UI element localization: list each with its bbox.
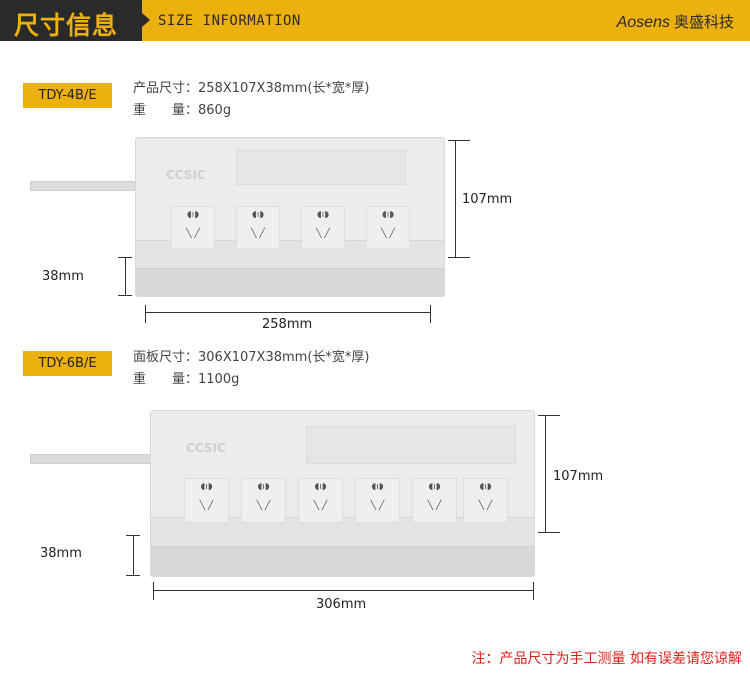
width-dimension-line <box>455 140 456 257</box>
length-dimension-line <box>153 590 533 591</box>
weight-label: 重 量： <box>133 372 199 387</box>
power-strip-4: CCSIC <box>135 137 445 297</box>
thickness-dimension-line <box>125 257 126 295</box>
power-strip-6: CCSIC <box>150 410 535 577</box>
header-title: 尺寸信息 <box>0 0 142 41</box>
weight-value: 1100g <box>198 372 240 387</box>
socket <box>241 478 286 523</box>
size-value: 306X107X38mm(长*宽*厚) <box>198 350 370 365</box>
spec-block: 面板尺寸：306X107X38mm(长*宽*厚) 重 量：1100g <box>133 347 369 391</box>
brand-en: Aosens <box>616 14 670 31</box>
socket <box>298 478 343 523</box>
length-label: 306mm <box>316 597 367 612</box>
socket <box>301 206 345 249</box>
socket <box>355 478 400 523</box>
length-label: 258mm <box>262 317 313 332</box>
socket <box>236 206 280 249</box>
weight-value: 860g <box>198 103 232 118</box>
length-dimension-line <box>145 312 430 313</box>
size-label: 产品尺寸： <box>133 81 199 96</box>
socket <box>184 478 229 523</box>
model-badge: TDY-6B/E <box>23 351 112 376</box>
brand-cn: 奥盛科技 <box>673 13 734 31</box>
width-dimension-line <box>545 415 546 532</box>
product-logo: CCSIC <box>186 441 226 455</box>
thickness-dimension-line <box>133 535 134 575</box>
thickness-label: 38mm <box>42 269 84 284</box>
weight-label: 重 量： <box>133 103 199 118</box>
width-label: 107mm <box>553 469 604 484</box>
width-label: 107mm <box>462 192 513 207</box>
measurement-note: 注：产品尺寸为手工测量 如有误差请您谅解 <box>471 651 742 667</box>
header-arrow-icon <box>142 13 150 27</box>
socket <box>412 478 457 523</box>
power-cord <box>30 181 138 191</box>
socket <box>463 478 508 523</box>
model-badge: TDY-4B/E <box>23 83 112 108</box>
socket <box>171 206 215 249</box>
spec-block: 产品尺寸：258X107X38mm(长*宽*厚) 重 量：860g <box>133 78 369 122</box>
thickness-label: 38mm <box>40 546 82 561</box>
socket <box>366 206 410 249</box>
header-subtitle: SIZE INFORMATION <box>158 13 301 29</box>
size-value: 258X107X38mm(长*宽*厚) <box>198 81 370 96</box>
power-cord <box>30 454 155 464</box>
size-label: 面板尺寸： <box>133 350 199 365</box>
product-logo: CCSIC <box>166 168 206 182</box>
